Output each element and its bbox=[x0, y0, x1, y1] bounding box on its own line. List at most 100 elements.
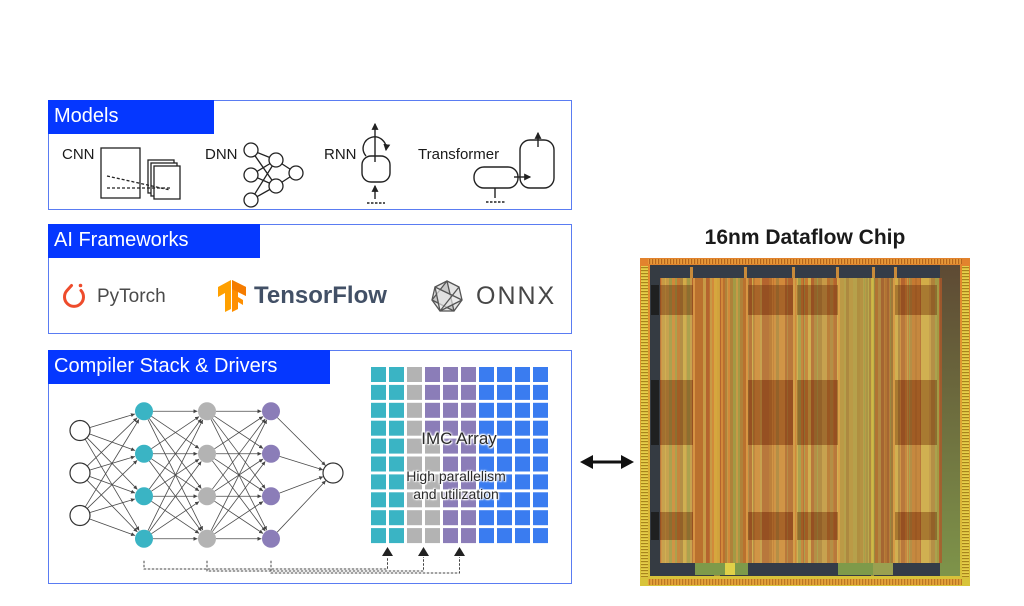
chip-compute-block bbox=[895, 512, 937, 540]
chip-metal-stripe bbox=[887, 278, 889, 563]
chip-memory-block bbox=[797, 445, 838, 512]
chip-metal-stripe bbox=[730, 278, 733, 563]
chip-metal-stripe bbox=[915, 278, 917, 563]
chip-metal-stripe bbox=[772, 278, 773, 563]
chip-metal-stripe bbox=[920, 278, 921, 563]
chip-metal-stripe bbox=[776, 278, 779, 563]
chip-label-block bbox=[651, 285, 659, 315]
chip-metal-stripe bbox=[924, 278, 926, 563]
chip-metal-stripe bbox=[825, 278, 827, 563]
chip-top-io-gap bbox=[894, 267, 897, 278]
chip-metal-stripe bbox=[918, 278, 920, 563]
chip-metal-stripe bbox=[785, 278, 787, 563]
model-label-dnn: DNN bbox=[205, 146, 238, 163]
chip-bottom-io-gap bbox=[873, 563, 893, 575]
chip-metal-stripe bbox=[736, 278, 738, 563]
chip-routing-channel bbox=[838, 278, 873, 563]
chip-metal-stripe bbox=[763, 278, 766, 563]
chip-metal-stripe bbox=[935, 278, 937, 563]
chip-memory-block bbox=[660, 445, 693, 512]
chip-metal-stripe bbox=[881, 278, 884, 563]
chip-bottom-io-gap bbox=[735, 563, 748, 575]
framework-label-onnx: ONNX bbox=[476, 282, 557, 310]
chip-metal-stripe bbox=[804, 278, 805, 563]
chip-metal-stripe bbox=[675, 278, 677, 563]
chip-metal-stripe bbox=[798, 278, 801, 563]
chip-memory-block bbox=[895, 540, 937, 563]
chip-metal-stripe bbox=[686, 278, 687, 563]
chip-top-io-gap bbox=[690, 267, 693, 278]
chip-metal-stripe bbox=[891, 278, 892, 563]
chip-compute-block bbox=[748, 380, 793, 445]
chip-memory-block bbox=[895, 315, 937, 380]
chip-metal-stripe bbox=[683, 278, 686, 563]
chip-pad-ring-top bbox=[648, 259, 962, 264]
chip-metal-stripe bbox=[752, 278, 753, 563]
chip-compute-block bbox=[660, 512, 693, 540]
chip-top-io-gap bbox=[872, 267, 875, 278]
chip-routing-channel bbox=[873, 278, 893, 563]
chip-metal-stripe bbox=[712, 278, 714, 563]
chip-title: 16nm Dataflow Chip bbox=[704, 226, 906, 249]
chip-top-io-band bbox=[660, 267, 940, 278]
chip-metal-stripe bbox=[672, 278, 675, 563]
chip-metal-stripe bbox=[827, 278, 830, 563]
chip-metal-stripe bbox=[939, 278, 942, 563]
chip-metal-stripe bbox=[725, 278, 727, 563]
chip-metal-stripe bbox=[677, 278, 680, 563]
chip-metal-stripe bbox=[796, 278, 797, 563]
compiler-panel-header: Compiler Stack & Drivers bbox=[48, 350, 330, 384]
chip-metal-stripe bbox=[706, 278, 709, 563]
chip-label-block bbox=[651, 380, 659, 445]
chip-metal-stripe bbox=[680, 278, 683, 563]
chip-metal-stripe bbox=[758, 278, 760, 563]
framework-label-tensorflow: TensorFlow bbox=[254, 282, 387, 309]
chip-metal-stripe bbox=[762, 278, 763, 563]
chip-compute-block bbox=[748, 285, 793, 315]
chip-compute-block bbox=[797, 380, 838, 445]
chip-metal-stripe bbox=[901, 278, 904, 563]
chip-metal-stripe bbox=[886, 278, 887, 563]
chip-metal-stripe bbox=[808, 278, 811, 563]
chip-block-divider bbox=[746, 278, 748, 563]
chip-metal-stripe bbox=[811, 278, 814, 563]
chip-metal-stripe bbox=[909, 278, 910, 563]
chip-block-divider bbox=[838, 278, 840, 563]
chip-metal-stripe bbox=[910, 278, 912, 563]
chip-memory-block bbox=[748, 540, 793, 563]
chip-metal-stripe bbox=[733, 278, 736, 563]
bidirectional-arrow-icon bbox=[580, 455, 634, 469]
chip-top-io-gap bbox=[792, 267, 795, 278]
chip-metal-stripe bbox=[743, 278, 746, 563]
chip-metal-stripe bbox=[917, 278, 918, 563]
chip-metal-stripe bbox=[792, 278, 793, 563]
chip-metal-stripe bbox=[665, 278, 666, 563]
chip-metal-stripe bbox=[710, 278, 712, 563]
chip-metal-stripe bbox=[697, 278, 700, 563]
chip-metal-stripe bbox=[721, 278, 723, 563]
chip-metal-stripe bbox=[795, 278, 796, 563]
chip-metal-stripe bbox=[830, 278, 833, 563]
chip-die-photo bbox=[640, 258, 970, 586]
chip-metal-stripe bbox=[738, 278, 740, 563]
chip-compute-block bbox=[797, 285, 838, 315]
chip-metal-stripe bbox=[769, 278, 772, 563]
chip-metal-stripe bbox=[889, 278, 890, 563]
chip-metal-stripe bbox=[740, 278, 743, 563]
chip-top-io-gap bbox=[836, 267, 839, 278]
chip-metal-stripe bbox=[884, 278, 885, 563]
chip-metal-stripe bbox=[661, 278, 662, 563]
chip-metal-stripe bbox=[926, 278, 929, 563]
frameworks-panel-header: AI Frameworks bbox=[48, 224, 260, 258]
chip-metal-stripe bbox=[779, 278, 782, 563]
chip-metal-stripe bbox=[834, 278, 837, 563]
chip-metal-stripe bbox=[753, 278, 754, 563]
chip-metal-stripe bbox=[773, 278, 774, 563]
chip-metal-stripe bbox=[890, 278, 891, 563]
chip-metal-stripe bbox=[929, 278, 931, 563]
chip-metal-stripe bbox=[700, 278, 701, 563]
chip-metal-stripe bbox=[748, 278, 749, 563]
chip-metal-stripe bbox=[789, 278, 791, 563]
chip-metal-stripe bbox=[782, 278, 785, 563]
